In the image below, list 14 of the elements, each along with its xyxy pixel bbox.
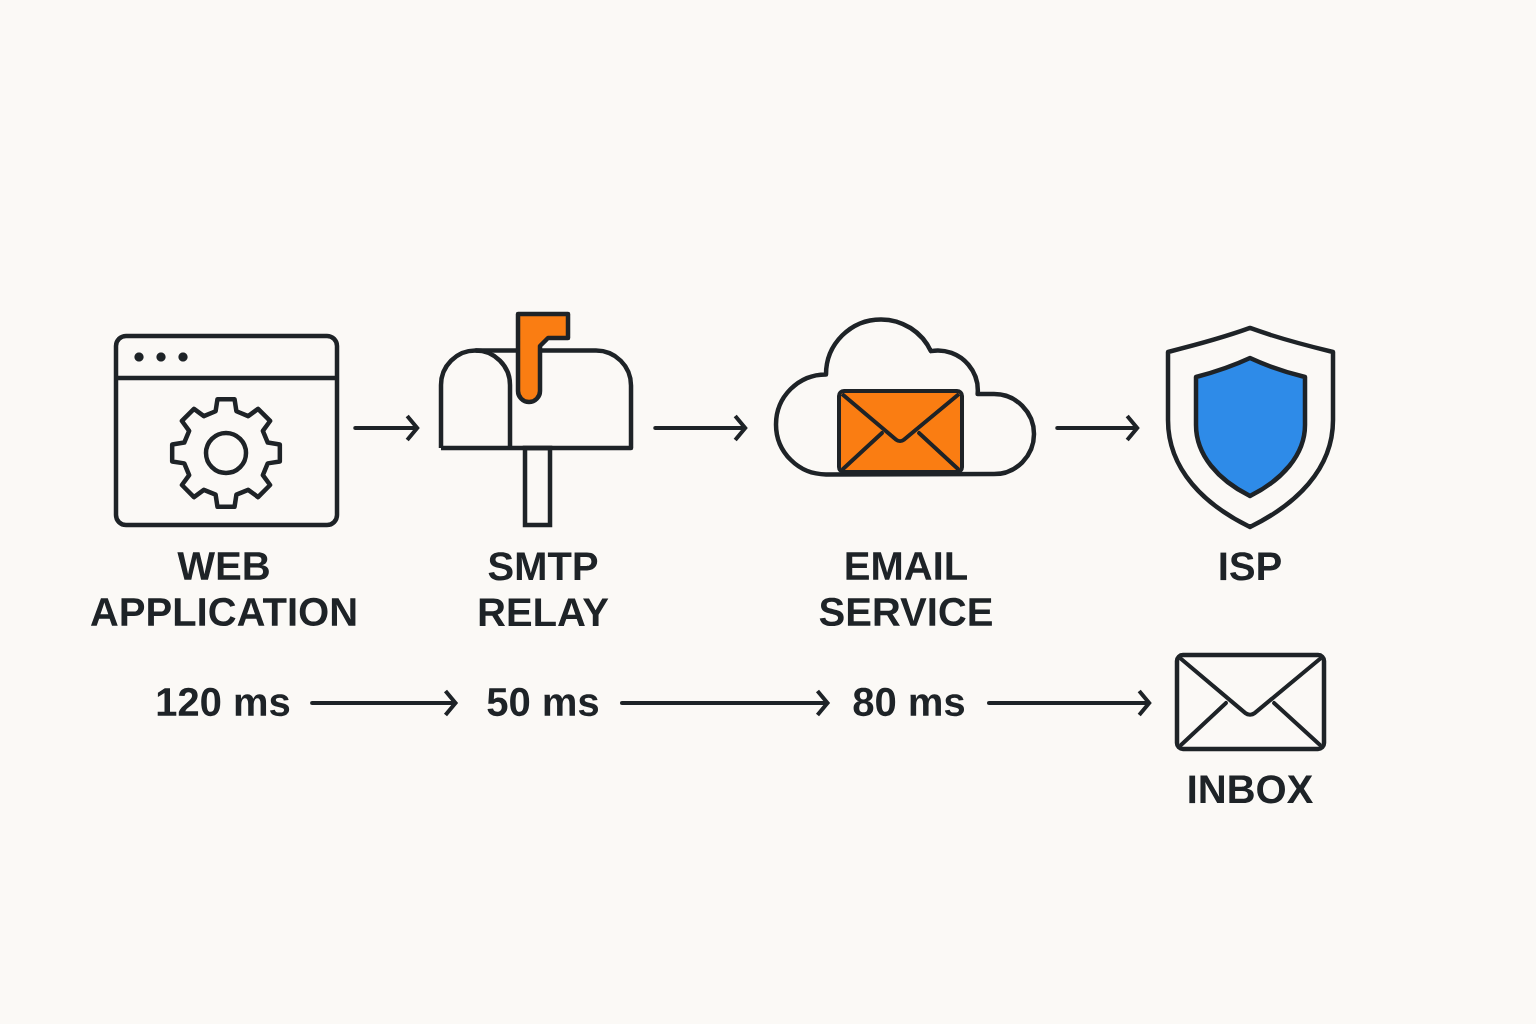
duration-label: 120 ms (157, 687, 290, 717)
duration-label: 50 ms (487, 687, 599, 717)
node-label: INBOX (1189, 775, 1313, 804)
arrow (986, 689, 1152, 717)
arrow (310, 689, 459, 717)
node-label: WEB APPLICATION (90, 552, 356, 627)
node-label: EMAIL SERVICE (819, 552, 992, 627)
arrow (1055, 414, 1140, 442)
node-label: SMTP RELAY (479, 552, 609, 627)
arrow (653, 414, 748, 442)
arrow (353, 414, 420, 442)
arrow (619, 689, 831, 717)
node-label: ISP (1220, 552, 1281, 581)
duration-label: 80 ms (853, 687, 965, 717)
